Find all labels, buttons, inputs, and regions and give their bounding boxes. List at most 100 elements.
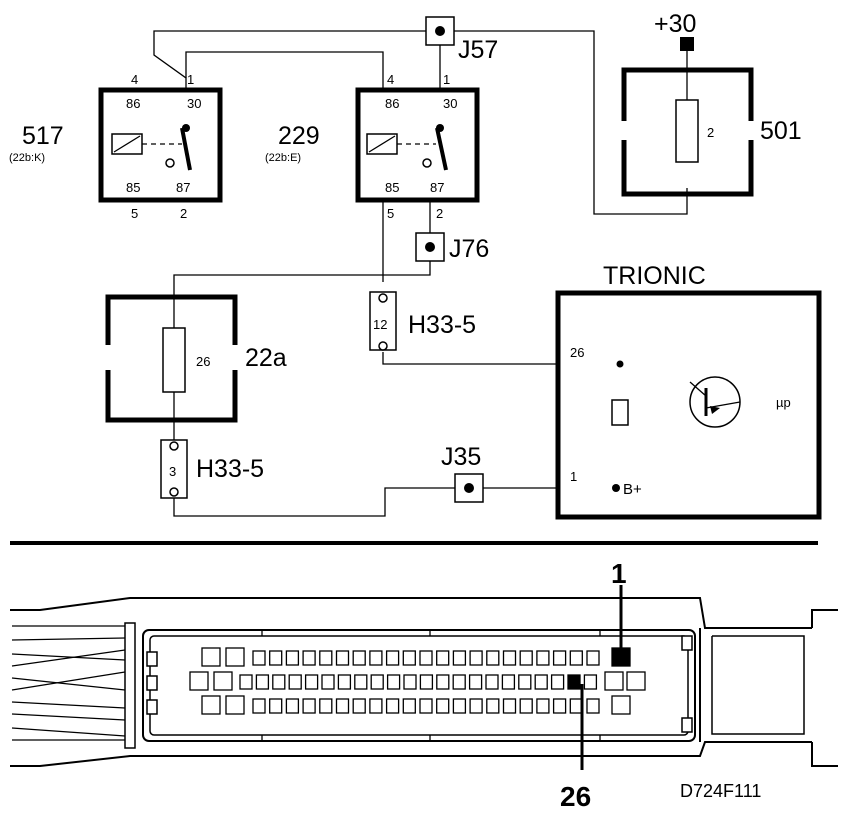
connector-pin (213, 671, 233, 691)
relay-517-wire-4: 4 (131, 72, 138, 87)
ecu-pin-1: 1 (570, 469, 577, 484)
fuse-22a: 26 22a (105, 294, 287, 423)
connector-pin (611, 695, 631, 715)
connector-bottom-label: H33-5 (196, 455, 264, 483)
relay-517-pin-87: 87 (176, 180, 190, 195)
connector-pin (335, 650, 350, 666)
connector-pin (354, 674, 368, 690)
connector-pin (302, 698, 316, 714)
relay-229-wire-5: 5 (387, 206, 394, 221)
connector-pin (272, 674, 286, 690)
connector-pin (469, 698, 483, 714)
connector-pin (319, 650, 333, 666)
ecu-microprocessor-label: µp (776, 395, 791, 410)
connector-pin (586, 698, 600, 714)
connector-pin (452, 674, 466, 690)
connector-pin (335, 698, 350, 714)
connector-pin (468, 674, 483, 690)
relay-229-pin-86: 86 (385, 96, 399, 111)
connector-pin (436, 674, 450, 690)
connector-pin (583, 674, 598, 690)
relay-229-sublabel: (22b:E) (265, 152, 301, 164)
connector-pin (569, 650, 583, 666)
junction-j35-label: J35 (441, 443, 481, 471)
relay-229-pin-30: 30 (443, 96, 457, 111)
pin-grid (189, 630, 646, 741)
connector-pin (201, 695, 221, 715)
wire-bundle (11, 625, 126, 741)
ecu-trionic: TRIONIC 26 1 µp B+ (555, 262, 822, 520)
connector-pin (452, 698, 467, 714)
relay-517-sublabel: (22b:K) (9, 152, 45, 164)
connector-pin (501, 674, 516, 690)
ecu-pin-26: 26 (570, 345, 584, 360)
relay-517-pin-85: 85 (126, 180, 140, 195)
junction-j35: J35 (441, 443, 484, 503)
connector-pin (502, 650, 517, 666)
connector-pin (386, 674, 401, 690)
relay-517-label: 517 (22, 122, 64, 150)
connector-pin (469, 650, 483, 666)
connector-pin (402, 698, 416, 714)
connector-pin (519, 698, 533, 714)
connector-pin (288, 674, 302, 690)
relay-229-label: 229 (278, 122, 320, 150)
connector-view: 1 26 (10, 558, 838, 812)
connector-pin (552, 650, 567, 666)
connector-pin (285, 698, 300, 714)
connector-pin (436, 650, 450, 666)
connector-pin (604, 671, 624, 691)
relay-517-wire-5: 5 (131, 206, 138, 221)
connector-pin (255, 674, 270, 690)
junction-j57-label: J57 (458, 36, 498, 64)
pin-1-callout: 1 (611, 558, 627, 589)
relay-517-wire-2: 2 (180, 206, 187, 221)
fuse-22a-number: 26 (196, 354, 210, 369)
connector-pin (486, 698, 500, 714)
connector-pin (534, 674, 548, 690)
connector-pin (304, 674, 319, 690)
connector-pin (225, 647, 245, 667)
relay-517-pin-86: 86 (126, 96, 140, 111)
connector-top-pin: 12 (373, 317, 387, 332)
ecu-title: TRIONIC (603, 262, 706, 290)
fuse-501-number: 2 (707, 125, 714, 140)
relay-517-wire-1: 1 (187, 72, 194, 87)
connector-pin (502, 698, 517, 714)
connector-h33-5-top: 12 H33-5 (369, 291, 476, 351)
connector-pin (369, 650, 383, 666)
connector-bottom-pin: 3 (169, 464, 176, 479)
connector-pin (403, 674, 417, 690)
connector-pin (252, 650, 266, 666)
connector-pin (352, 650, 366, 666)
connector-pin (189, 671, 209, 691)
junction-j57: J57 (425, 16, 498, 64)
connector-h33-5-bottom: 3 H33-5 (160, 439, 264, 499)
connector-pin (586, 650, 600, 666)
connector-pin (385, 650, 400, 666)
connector-top-label: H33-5 (408, 311, 476, 339)
pin-26-callout: 26 (560, 781, 591, 812)
relay-229-pin-87: 87 (430, 180, 444, 195)
relay-229-pin-85: 85 (385, 180, 399, 195)
connector-pin (201, 647, 221, 667)
connector-pin (269, 650, 283, 666)
connector-pin (239, 674, 253, 690)
junction-j76: J76 (415, 232, 489, 263)
connector-pin (436, 698, 450, 714)
connector-pin (302, 650, 316, 666)
junction-j76-label: J76 (449, 235, 489, 263)
connector-pin (485, 674, 499, 690)
connector-pin (626, 671, 646, 691)
connector-pin (370, 674, 384, 690)
relay-229-wire-2: 2 (436, 206, 443, 221)
connector-pin (252, 698, 266, 714)
relay-229: 86 30 85 87 4 1 5 2 229 (22b:E) (265, 72, 480, 221)
connector-pin (536, 698, 550, 714)
connector-pin (337, 674, 352, 690)
connector-pin (385, 698, 400, 714)
connector-pin (536, 650, 550, 666)
connector-pin (419, 650, 433, 666)
